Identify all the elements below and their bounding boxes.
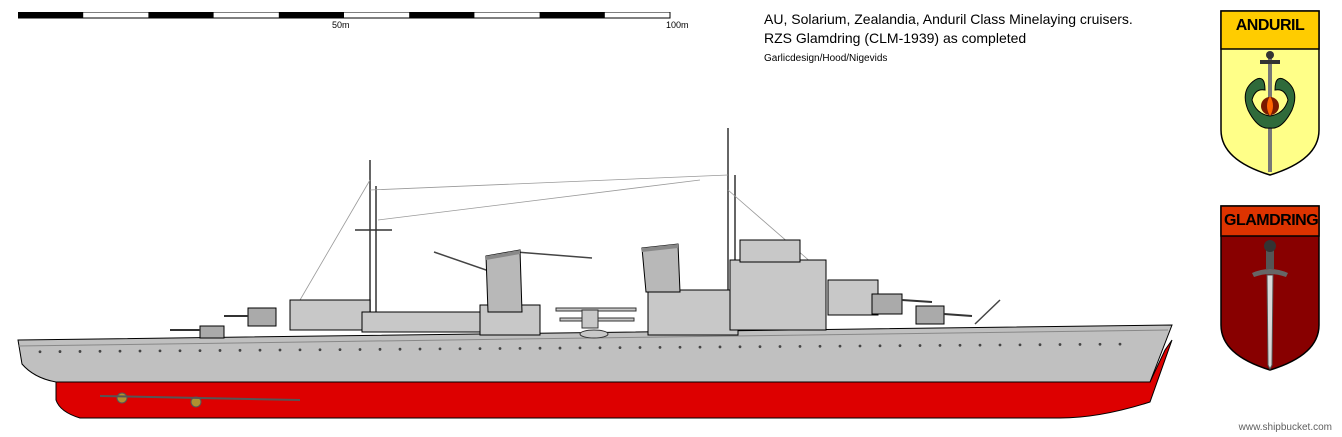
portholes xyxy=(38,342,1122,354)
crest-banner xyxy=(1220,205,1320,237)
gun-barrels xyxy=(170,299,973,331)
porthole xyxy=(578,346,582,350)
porthole xyxy=(918,344,922,347)
porthole xyxy=(158,349,162,353)
scale-bar-graphic xyxy=(18,12,671,19)
porthole xyxy=(778,345,782,348)
scale-label-50m: 50m xyxy=(332,20,350,30)
porthole xyxy=(318,348,322,352)
porthole xyxy=(78,350,82,353)
porthole xyxy=(338,348,342,352)
porthole xyxy=(278,348,282,352)
rigging xyxy=(299,174,821,301)
scale-segment xyxy=(539,12,605,18)
porthole xyxy=(718,345,722,349)
porthole xyxy=(518,346,522,350)
porthole xyxy=(358,348,362,351)
porthole xyxy=(58,350,62,353)
scale-segment xyxy=(148,12,214,18)
shipbucket-watermark: www.shipbucket.com xyxy=(1238,422,1332,433)
funnel-caps xyxy=(486,244,678,260)
porthole xyxy=(618,346,622,350)
porthole xyxy=(758,345,762,349)
porthole xyxy=(118,349,122,353)
ship-title: RZS Glamdring (CLM-1939) as completed xyxy=(764,30,1027,46)
ship-profile xyxy=(17,128,1173,419)
funnels xyxy=(485,243,681,313)
porthole xyxy=(1018,343,1022,347)
porthole xyxy=(998,343,1002,347)
porthole xyxy=(38,350,42,354)
porthole xyxy=(938,344,942,347)
porthole xyxy=(298,348,302,352)
porthole xyxy=(858,344,862,348)
porthole xyxy=(1078,343,1082,346)
porthole xyxy=(978,343,982,347)
porthole xyxy=(538,346,542,350)
crest-name-anduril: ANDURIL xyxy=(1235,17,1305,34)
porthole xyxy=(558,346,562,350)
seaplane xyxy=(555,307,637,339)
scale-label-100m: 100m xyxy=(666,20,689,30)
porthole xyxy=(638,346,642,349)
porthole xyxy=(878,344,882,348)
sword-icon xyxy=(1266,274,1274,371)
porthole xyxy=(98,349,102,353)
porthole xyxy=(798,344,802,348)
porthole xyxy=(898,344,902,348)
porthole xyxy=(958,343,962,347)
class-title: AU, Solarium, Zealandia, Anduril Class M… xyxy=(764,11,1133,27)
porthole xyxy=(1058,343,1062,346)
porthole xyxy=(658,345,662,349)
porthole xyxy=(458,347,462,351)
porthole xyxy=(838,344,842,348)
porthole xyxy=(678,345,682,349)
scale-segment xyxy=(278,12,344,18)
title-block: AU, Solarium, Zealandia, Anduril Class M… xyxy=(764,10,1133,64)
porthole xyxy=(378,347,382,351)
glamdring-crest: GLAMDRING xyxy=(1220,205,1320,371)
porthole xyxy=(218,349,222,352)
credit-line: Garlicdesign/Hood/Nigevids xyxy=(764,53,888,64)
porthole xyxy=(198,349,202,352)
anduril-crest: ANDURIL xyxy=(1220,10,1320,176)
porthole xyxy=(138,349,142,353)
porthole xyxy=(1038,343,1042,347)
porthole xyxy=(258,348,262,352)
porthole xyxy=(498,347,502,350)
porthole xyxy=(178,349,182,353)
crest-name-glamdring: GLAMDRING xyxy=(1224,212,1319,229)
porthole xyxy=(238,348,242,352)
porthole xyxy=(418,347,422,351)
porthole xyxy=(398,347,402,351)
porthole xyxy=(1118,342,1122,346)
scale-segment xyxy=(409,12,475,18)
porthole xyxy=(478,347,482,351)
serpent-icon xyxy=(1244,77,1296,129)
gun-turrets xyxy=(199,293,945,339)
porthole xyxy=(738,345,742,349)
porthole xyxy=(598,346,602,350)
porthole xyxy=(1098,342,1102,346)
porthole xyxy=(698,345,702,349)
porthole xyxy=(818,344,822,348)
porthole xyxy=(438,347,442,351)
hull-antifouling xyxy=(55,339,1173,419)
scale-segment xyxy=(18,12,84,18)
scale-bar: 50m 100m xyxy=(18,12,689,30)
crest-banner xyxy=(1220,10,1320,50)
hull-topside xyxy=(17,324,1173,383)
